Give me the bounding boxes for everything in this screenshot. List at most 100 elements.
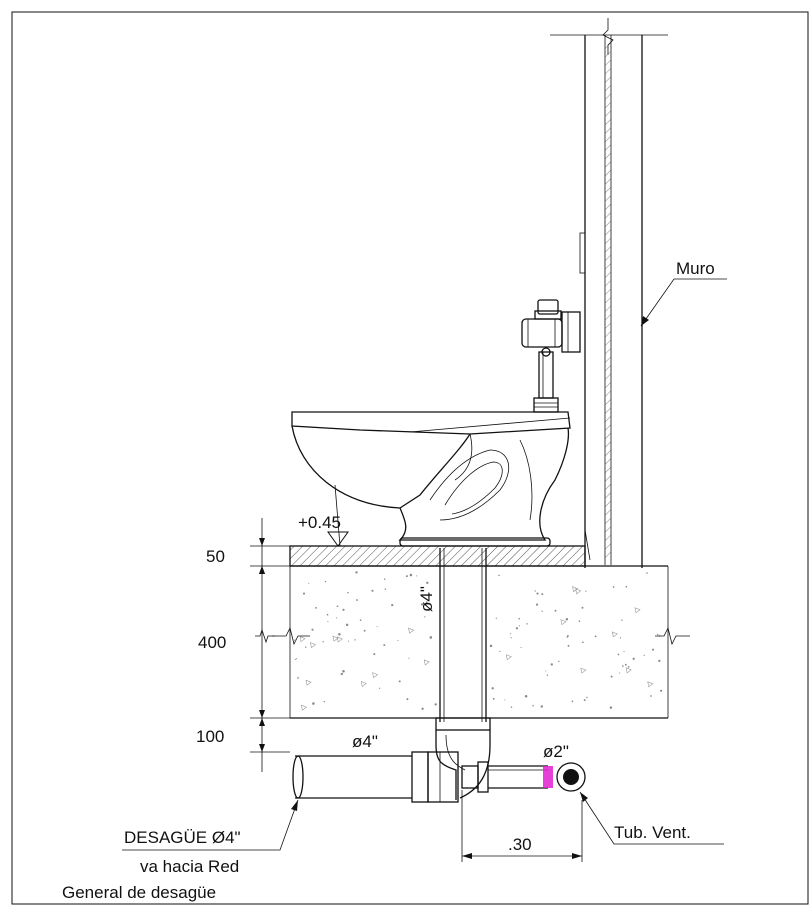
aggregate-dot <box>535 603 539 606</box>
aggregate-dot <box>624 663 627 666</box>
wall <box>550 18 668 568</box>
flush-valve <box>521 299 581 413</box>
aggregate-dot <box>520 647 522 649</box>
aggregate-dot <box>355 571 358 574</box>
aggregate-dot <box>541 593 544 596</box>
aggregate-dot <box>583 699 586 702</box>
aggregate-stone <box>625 667 632 674</box>
aggregate-dot <box>610 675 613 678</box>
aggregate-dot <box>510 706 513 708</box>
aggregate-dot <box>558 660 560 663</box>
vertical-drain-pipe: ø4" <box>417 548 491 731</box>
aggregate-dot <box>550 663 553 666</box>
drain-label-line2: va hacia Red <box>140 857 239 876</box>
aggregate-dot <box>585 590 587 592</box>
aggregate-stone <box>372 672 379 679</box>
aggregate-dot <box>622 665 624 667</box>
aggregate-dot <box>326 613 329 616</box>
aggregate-dot <box>621 619 623 621</box>
vent-label: Tub. Vent. <box>614 823 691 842</box>
aggregate-dot <box>623 651 625 653</box>
aggregate-dot <box>524 694 528 698</box>
horizontal-drain-pipe: ø4" <box>292 732 459 803</box>
aggregate-dot <box>302 592 306 595</box>
aggregate-dot <box>545 670 547 672</box>
aggregate-dot <box>373 653 376 656</box>
aggregate-dot <box>650 695 652 697</box>
aggregate-stone <box>572 586 579 593</box>
aggregate-dot <box>499 650 501 653</box>
aggregate-dot <box>578 620 581 622</box>
aggregate-dot <box>586 696 588 699</box>
drain-label-line1: DESAGÜE Ø4" <box>124 828 241 847</box>
aggregate-dot <box>526 623 528 625</box>
aggregate-dot <box>383 578 386 580</box>
aggregate-dot <box>342 608 345 611</box>
drawing-frame <box>11 11 809 905</box>
aggregate-stone <box>299 636 306 643</box>
aggregate-stone <box>580 667 587 674</box>
aggregate-dot <box>567 644 570 647</box>
aggregate-dot <box>646 572 648 574</box>
aggregate-dot <box>340 672 343 676</box>
aggregate-stone <box>647 681 654 688</box>
vent-coupling <box>543 766 553 788</box>
aggregate-dot <box>376 626 378 628</box>
aggregate-dot <box>304 646 307 648</box>
aggregate-dot <box>295 658 297 660</box>
aggregate-dot <box>338 632 341 636</box>
aggregate-dot <box>643 654 645 657</box>
aggregate-dot <box>409 573 413 577</box>
aggregate-dot <box>397 639 399 641</box>
aggregate-dot <box>540 705 543 708</box>
aggregate-dot <box>510 633 512 635</box>
aggregate-dot <box>515 627 519 630</box>
aggregate-dot <box>612 586 615 588</box>
aggregate-stone <box>332 635 339 642</box>
aggregate-dot <box>425 603 427 605</box>
aggregate-dot <box>356 599 358 601</box>
aggregate-dot <box>658 659 661 663</box>
aggregate-dot <box>426 581 429 584</box>
aggregate-dot <box>534 590 536 592</box>
aggregate-dot <box>518 617 520 620</box>
floor-finish <box>289 545 586 567</box>
aggregate-dot <box>536 592 539 595</box>
distance-label: .30 <box>508 835 532 854</box>
wall-leader: Muro <box>640 259 727 327</box>
aggregate-dot <box>619 672 621 674</box>
aggregate-dot <box>495 617 497 619</box>
aggregate-dot <box>322 641 324 643</box>
drain-leader: DESAGÜE Ø4" va hacia Red General de desa… <box>62 799 299 902</box>
aggregate-dot <box>571 700 574 703</box>
horizontal-pipe-label: ø4" <box>352 732 378 751</box>
aggregate-dot <box>492 697 495 700</box>
aggregate-dot <box>405 575 408 578</box>
aggregate-dot <box>294 639 296 642</box>
aggregate-dot <box>532 704 534 707</box>
aggregate-dot <box>498 574 500 577</box>
aggregate-dot <box>371 589 374 592</box>
dim-base-label: 100 <box>196 727 224 746</box>
aggregate-stone <box>360 680 367 688</box>
aggregate-dot <box>566 634 569 637</box>
aggregate-dot <box>651 648 655 651</box>
aggregate-dot <box>424 616 426 618</box>
aggregate-dot <box>348 640 350 642</box>
aggregate-dot <box>327 620 329 622</box>
aggregate-dot <box>294 658 296 660</box>
aggregate-dot <box>660 689 663 692</box>
aggregate-stone <box>336 636 343 643</box>
aggregate-dot <box>383 644 386 647</box>
aggregate-dot <box>582 641 584 644</box>
aggregate-stone <box>505 654 512 661</box>
drain-label-line3: General de desagüe <box>62 883 216 902</box>
aggregate-dot <box>308 582 310 585</box>
aggregate-dot <box>342 670 345 673</box>
aggregate-dot <box>565 618 569 621</box>
aggregate-stone <box>575 588 582 595</box>
aggregate-dot <box>619 637 622 639</box>
aggregate-dot <box>336 605 339 608</box>
